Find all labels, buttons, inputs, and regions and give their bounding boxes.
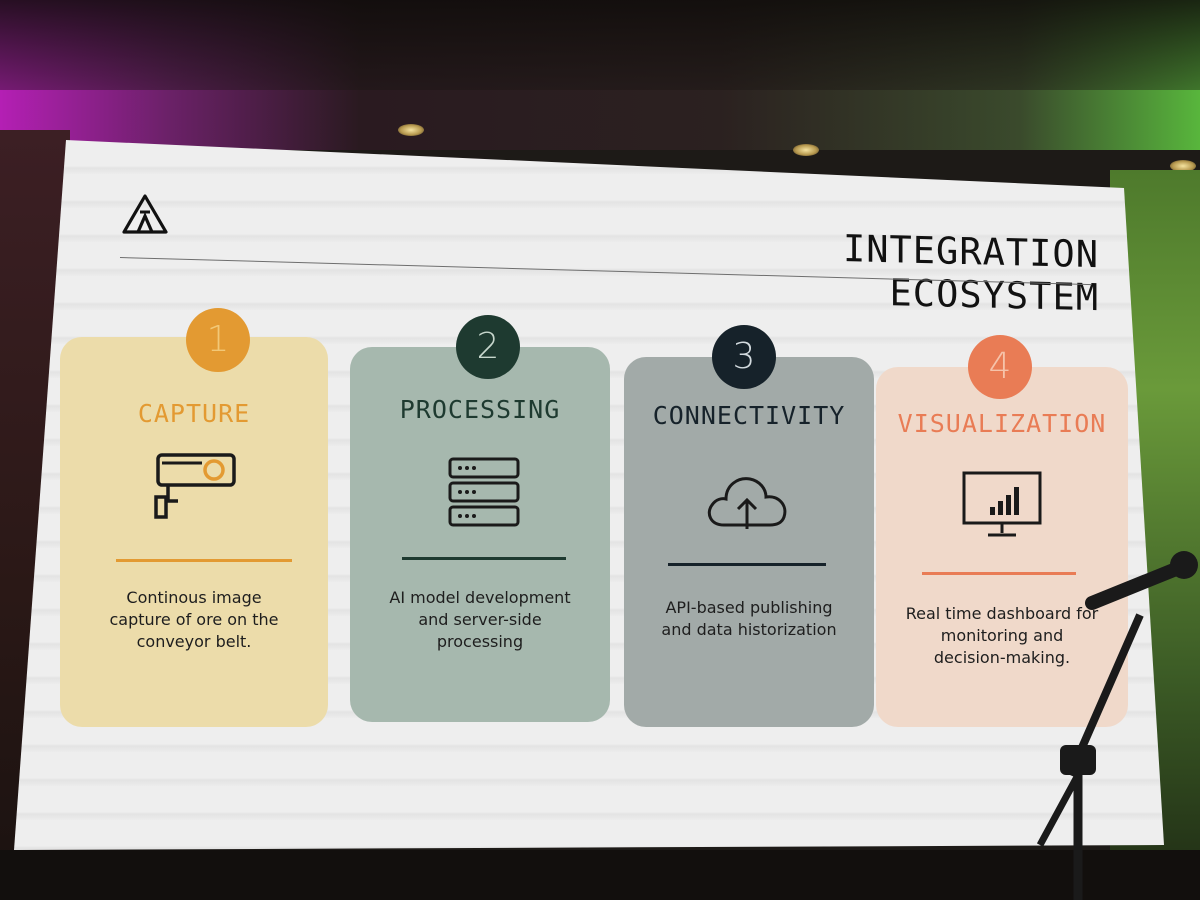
card-title: VISUALIZATION [897,409,1107,438]
step-badge: 2 [456,315,520,379]
card-capture: CAPTURE Continous image capture of ore o… [60,337,328,727]
floor [0,850,1200,900]
ceiling-light [793,144,819,156]
card-description: Real time dashboard for monitoring and d… [905,604,1099,667]
microphone-stand-icon [1036,551,1198,900]
server-rack-icon [448,457,520,527]
card-title: CAPTURE [137,399,251,428]
card-title: PROCESSING [399,395,561,424]
step-badge: 1 [186,308,250,372]
slide-title: INTEGRATION ECOSYSTEM [842,226,1099,320]
card-divider [116,559,292,562]
card-description: AI model development and server-side pro… [389,588,571,651]
step-badge: 4 [968,335,1032,399]
cloud-upload-icon [707,477,787,529]
card-description: Continous image capture of ore on the co… [109,588,279,651]
card-connectivity: CONNECTIVITY API-based publishing and da… [624,357,874,727]
security-camera-icon [154,453,236,519]
projection-screen: INTEGRATION ECOSYSTEM CAPTURE Continous … [14,140,1164,850]
card-description: API-based publishing and data historizat… [661,598,837,639]
ceiling-band [0,0,1200,90]
card-divider [668,563,826,566]
dashboard-monitor-icon [962,471,1042,537]
ceiling-light [1170,160,1196,172]
company-logo-icon [122,194,168,234]
card-title: CONNECTIVITY [652,401,846,430]
ceiling-light [398,124,424,136]
step-badge: 3 [712,325,776,389]
card-divider [922,572,1076,575]
card-divider [402,557,566,560]
card-processing: PROCESSING AI model development and serv… [350,347,610,722]
card-visualization: VISUALIZATION Real time dashboard for mo… [876,367,1128,727]
